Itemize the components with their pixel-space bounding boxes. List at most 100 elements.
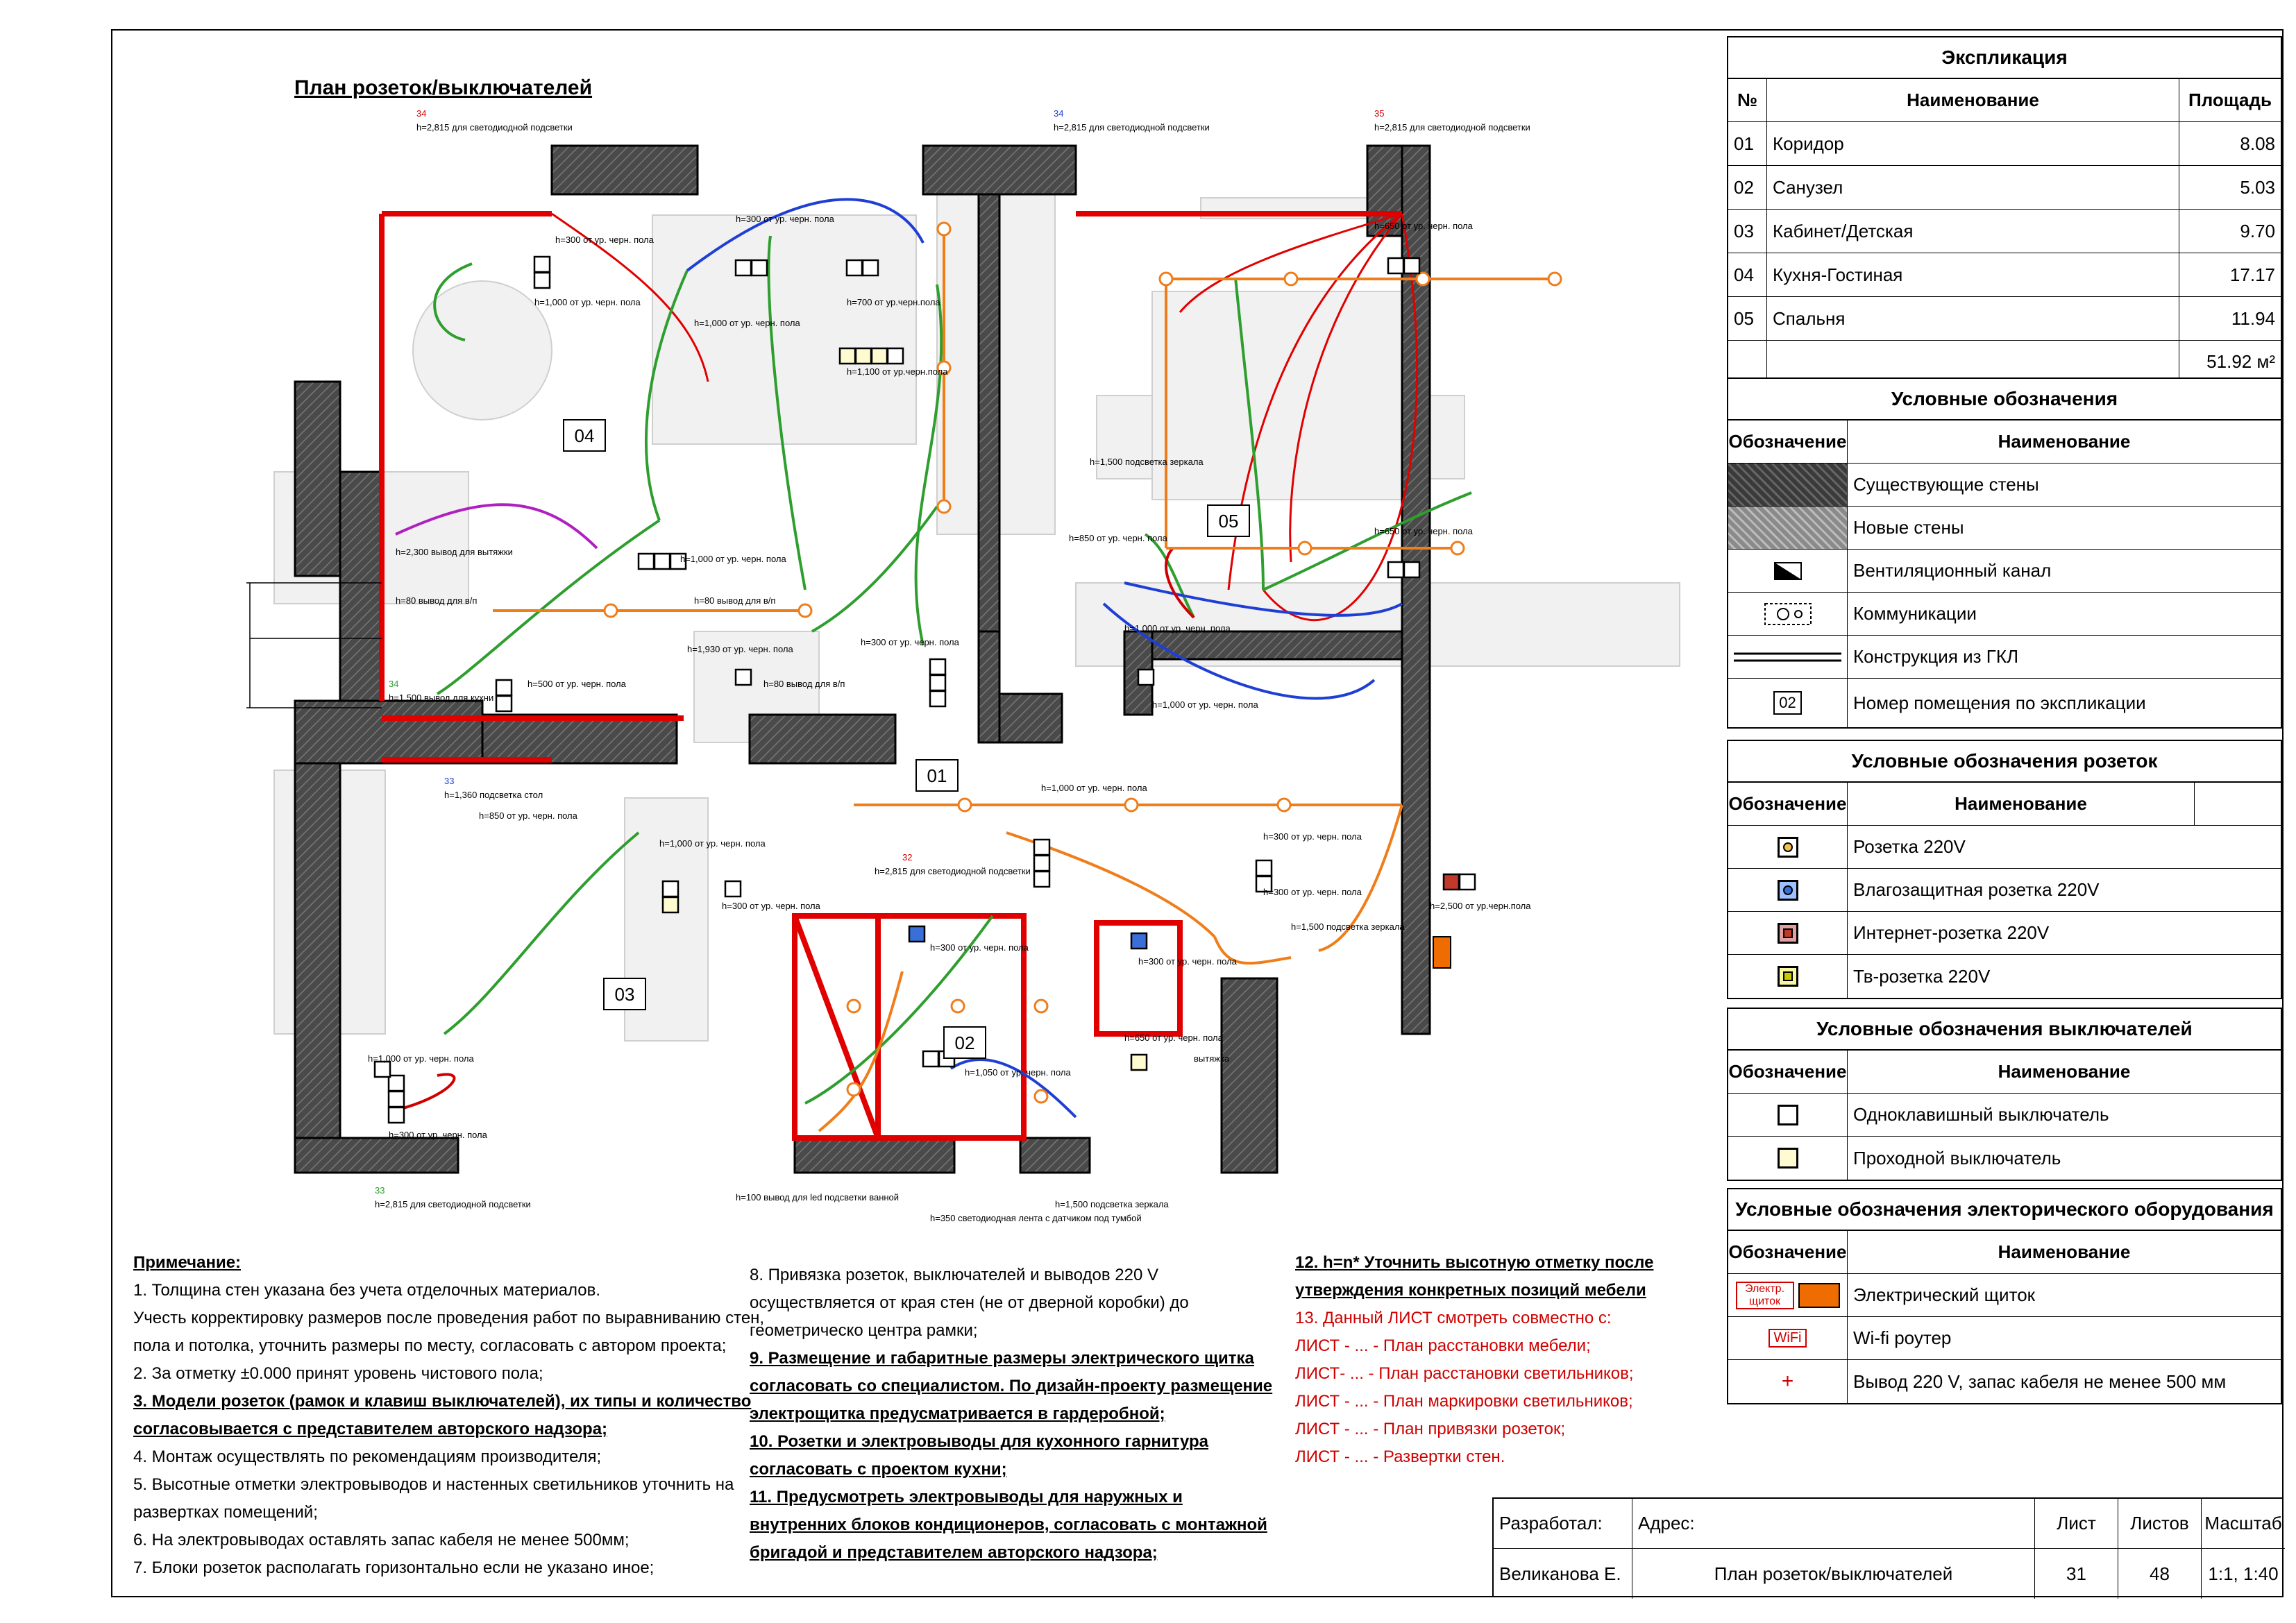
legend-row: Существующие стены	[1728, 464, 2281, 507]
legend-row: Розетка 220V	[1728, 826, 2281, 869]
sheet-number: 31	[2035, 1549, 2118, 1599]
plan-annotations: 34 h=2,815 для светодиодной подсветки 34…	[368, 108, 1531, 1223]
svg-text:h=2,815 для светодиодной подсв: h=2,815 для светодиодной подсветки	[416, 122, 573, 133]
room-label-04: 04	[575, 425, 595, 446]
room-label-05: 05	[1219, 511, 1239, 532]
svg-text:h=2,815 для светодиодной подсв: h=2,815 для светодиодной подсветки	[1374, 122, 1530, 133]
svg-text:35: 35	[1374, 108, 1384, 119]
dimension-lines	[246, 582, 382, 708]
sheets-label: Листов	[2118, 1499, 2202, 1549]
svg-text:h=2,300 вывод для вытяжки: h=2,300 вывод для вытяжки	[396, 547, 513, 557]
wiring	[395, 198, 1472, 1119]
legend-row: Новые стены	[1728, 507, 2281, 550]
legend-row: 02 Номер помещения по экспликации	[1728, 679, 2281, 727]
svg-text:h=850 от ур. черн. пола: h=850 от ур. черн. пола	[479, 810, 578, 821]
legend-row: Вентиляционный канал	[1728, 550, 2281, 593]
gkl-construction-icon	[1728, 636, 1848, 678]
svg-text:h=1,930 от ур. черн. пола: h=1,930 от ур. черн. пола	[687, 644, 793, 654]
svg-text:h=300 от ур. черн. пола: h=300 от ур. черн. пола	[736, 214, 835, 224]
legend-row: Коммуникации	[1728, 593, 2281, 636]
svg-text:h=350 светодиодная лента с дат: h=350 светодиодная лента с датчиком под …	[930, 1213, 1142, 1223]
table-row: 03 Кабинет/Детская 9.70	[1728, 210, 2281, 253]
svg-text:h=300 от ур. черн. пола: h=300 от ур. черн. пола	[1263, 887, 1362, 897]
svg-text:h=1,000 от ур. черн. пола: h=1,000 от ур. черн. пола	[680, 554, 786, 564]
room-label-03: 03	[615, 984, 635, 1005]
svg-text:h=650 от ур. черн. пола: h=650 от ур. черн. пола	[1374, 221, 1474, 231]
new-walls	[379, 211, 1402, 1141]
legend-row: Конструкция из ГКЛ	[1728, 636, 2281, 679]
svg-text:h=1,050 от ур. черн. пола: h=1,050 от ур. черн. пола	[965, 1067, 1071, 1078]
wifi-router-icon: WiFi	[1728, 1317, 1848, 1359]
svg-text:h=1,100 от ур.черн.пола: h=1,100 от ур.черн.пола	[847, 366, 948, 377]
developer-label: Разработал:	[1494, 1499, 1632, 1549]
svg-text:h=80 вывод для в/п: h=80 вывод для в/п	[763, 679, 845, 689]
svg-text:h=80 вывод для в/п: h=80 вывод для в/п	[396, 595, 477, 606]
room-labels: 04 05 01 03 02	[563, 419, 1250, 1059]
legend-sockets: Условные обозначения розеток Обозначение…	[1727, 740, 2282, 999]
col-header: Площадь	[2188, 90, 2272, 110]
table-row: 01 Коридор 8.08	[1728, 122, 2281, 166]
svg-text:34: 34	[1054, 108, 1063, 119]
legend-row: Одноклавишный выключатель	[1728, 1094, 2281, 1137]
svg-text:h=650 от ур. черн. пола: h=650 от ур. черн. пола	[1374, 526, 1474, 536]
svg-text:h=300 от ур. черн. пола: h=300 от ур. черн. пола	[389, 1130, 488, 1140]
svg-text:h=1,000 от ур. черн. пола: h=1,000 от ур. черн. пола	[659, 838, 766, 849]
legend-row: WiFi Wi-fi роутер	[1728, 1317, 2281, 1360]
svg-text:h=300 от ур. черн. пола: h=300 от ур. черн. пола	[1138, 956, 1238, 967]
svg-text:h=2,815 для светодиодной подсв: h=2,815 для светодиодной подсветки	[375, 1199, 531, 1209]
existing-wall-swatch	[1728, 464, 1848, 506]
svg-text:33: 33	[444, 776, 454, 786]
svg-text:h=2,500 от ур.черн.пола: h=2,500 от ур.черн.пола	[1430, 901, 1531, 911]
svg-text:h=300 от ур. черн. пола: h=300 от ур. черн. пола	[1263, 831, 1362, 842]
svg-text:h=1,000 от ур. черн. пола: h=1,000 от ур. черн. пола	[1041, 783, 1147, 793]
total-area: 51.92 м²	[2206, 350, 2275, 372]
new-wall-swatch	[1728, 507, 1848, 549]
room-label-02: 02	[955, 1033, 975, 1053]
electrical-panel-icon: Электр. щиток	[1728, 1274, 1848, 1316]
electrical-panel-icon	[1433, 936, 1451, 969]
svg-text:h=100 вывод для led подсветки: h=100 вывод для led подсветки ванной	[736, 1192, 899, 1203]
notes-column-3: 12. h=n* Уточнить высотную отметку после…	[1295, 1253, 1654, 1466]
svg-text:h=2,815 для светодиодной подсв: h=2,815 для светодиодной подсветки	[875, 866, 1031, 876]
single-switch-icon	[1728, 1094, 1848, 1136]
sheet-frame	[111, 29, 2284, 1597]
svg-text:34: 34	[389, 679, 398, 689]
svg-text:вытяжка: вытяжка	[1194, 1053, 1230, 1064]
notes-column-1: Примечание: 1. Толщина стен указана без …	[133, 1249, 764, 1582]
scale-label: Масштаб	[2202, 1499, 2285, 1549]
legend-row: Электр. щиток Электрический щиток	[1728, 1274, 2281, 1317]
svg-text:h=1,000 от ур. черн. пола: h=1,000 от ур. черн. пола	[1124, 623, 1231, 634]
socket-220v-icon	[1728, 826, 1848, 868]
svg-text:h=500 от ур. черн. пола: h=500 от ур. черн. пола	[527, 679, 627, 689]
table-row: 05 Спальня 11.94	[1728, 297, 2281, 341]
legend-row: Тв-розетка 220V	[1728, 955, 2281, 998]
drawing-scale: 1:1, 1:40	[2208, 1563, 2279, 1584]
sheet-title: План розеток/выключателей	[294, 76, 593, 99]
svg-text:h=1,500 вывод для кухни: h=1,500 вывод для кухни	[389, 692, 493, 703]
col-header: Наименование	[1767, 79, 2179, 121]
legend-equipment: Условные обозначения электорического обо…	[1727, 1188, 2282, 1404]
total-row: 51.92 м²	[1728, 341, 2281, 382]
svg-text:h=300 от ур. черн. пола: h=300 от ур. черн. пола	[722, 901, 821, 911]
sheets-count: 48	[2118, 1549, 2202, 1599]
notes-heading: Примечание:	[133, 1253, 242, 1272]
svg-text:h=1,360 подсветка стол: h=1,360 подсветка стол	[444, 790, 543, 800]
developer-name: Великанова Е.	[1494, 1549, 1632, 1599]
room-label-01: 01	[927, 765, 947, 786]
svg-text:h=1,000 от ур. черн. пола: h=1,000 от ур. черн. пола	[694, 318, 800, 328]
col-header: №	[1728, 79, 1767, 121]
explication-title: Экспликация	[1728, 37, 2281, 79]
communications-icon	[1728, 593, 1848, 635]
existing-walls	[294, 144, 1431, 1174]
floor-plan: 04 05 01 03 02 34 h=2,815 для светодиодн…	[246, 108, 1680, 1223]
svg-text:h=700 от ур.черн.пола: h=700 от ур.черн.пола	[847, 297, 940, 307]
svg-text:h=300 от ур. черн. пола: h=300 от ур. черн. пола	[861, 637, 960, 647]
legend-switches: Условные обозначения выключателей Обозна…	[1727, 1008, 2282, 1181]
legend-general-title: Условные обозначения	[1728, 379, 2281, 420]
legend-row: Проходной выключатель	[1728, 1137, 2281, 1180]
tv-socket-icon	[1728, 955, 1848, 998]
svg-text:h=650 от ур. черн. пола: h=650 от ур. черн. пола	[1124, 1033, 1224, 1043]
legend-row: + Вывод 220 V, запас кабеля не менее 500…	[1728, 1360, 2281, 1403]
furniture-layer	[273, 187, 1680, 1042]
room-number-symbol: 02	[1728, 679, 1848, 727]
